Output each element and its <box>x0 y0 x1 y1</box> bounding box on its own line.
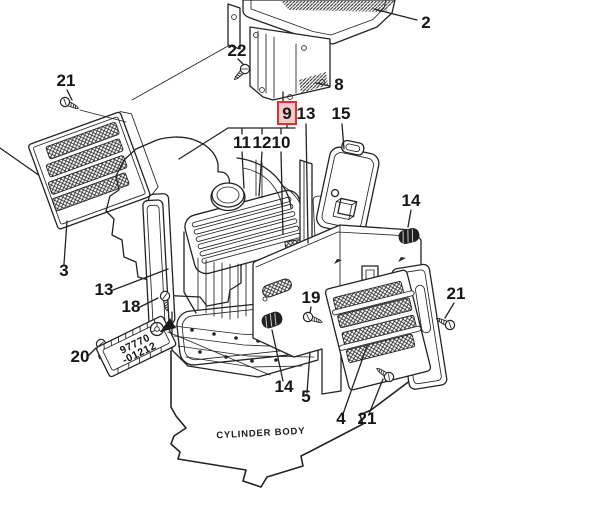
highlighted-callout-box[interactable] <box>277 101 297 125</box>
callout-2[interactable]: 2 <box>421 13 430 32</box>
callout-13-top[interactable]: 13 <box>297 104 316 123</box>
callout-14-right[interactable]: 14 <box>402 191 421 210</box>
part-cover-2 <box>242 0 396 45</box>
part-bracket-8 <box>227 3 331 101</box>
part-tank-15 <box>316 139 380 235</box>
callout-8[interactable]: 8 <box>334 75 343 94</box>
screw-22-glyph <box>230 61 253 84</box>
name-plate: 97770 -01212 <box>96 315 271 378</box>
diagram-caption: CYLINDER BODY <box>216 426 306 442</box>
bolt-21-top-left-pointer <box>79 109 127 123</box>
callout-9-highlighted[interactable]: 9 <box>282 104 291 123</box>
callout-10[interactable]: 10 <box>272 133 291 152</box>
part-plate-13-left <box>142 193 176 332</box>
callout-22[interactable]: 22 <box>228 41 247 60</box>
callout-20[interactable]: 20 <box>71 347 90 366</box>
callout-labels: 2 22 8 21 9 13 15 11 12 10 3 13 18 14 19… <box>57 13 466 428</box>
callout-11[interactable]: 11 <box>233 133 251 152</box>
callout-14-bottom[interactable]: 14 <box>275 377 294 396</box>
callout-3[interactable]: 3 <box>59 261 68 280</box>
stray-edge-lines <box>0 45 229 177</box>
part-grille-3 <box>28 111 159 230</box>
callout-5[interactable]: 5 <box>301 387 310 406</box>
cylinder-body-outline <box>170 347 422 488</box>
callout-12[interactable]: 12 <box>253 133 272 152</box>
callout-21-right[interactable]: 21 <box>447 284 466 303</box>
bolt-21-top-left-glyph <box>58 95 82 114</box>
callout-15[interactable]: 15 <box>332 104 351 123</box>
callout-13-left[interactable]: 13 <box>95 280 114 299</box>
leader-lines <box>63 8 455 415</box>
callout-21-top-left[interactable]: 21 <box>57 71 76 90</box>
callout-4[interactable]: 4 <box>336 409 346 428</box>
direction-arrow <box>160 318 176 332</box>
callout-21-bottom[interactable]: 21 <box>358 409 377 428</box>
cover-hatch-band <box>281 1 394 12</box>
callout-19[interactable]: 19 <box>302 288 321 307</box>
callout-18[interactable]: 18 <box>122 297 141 316</box>
